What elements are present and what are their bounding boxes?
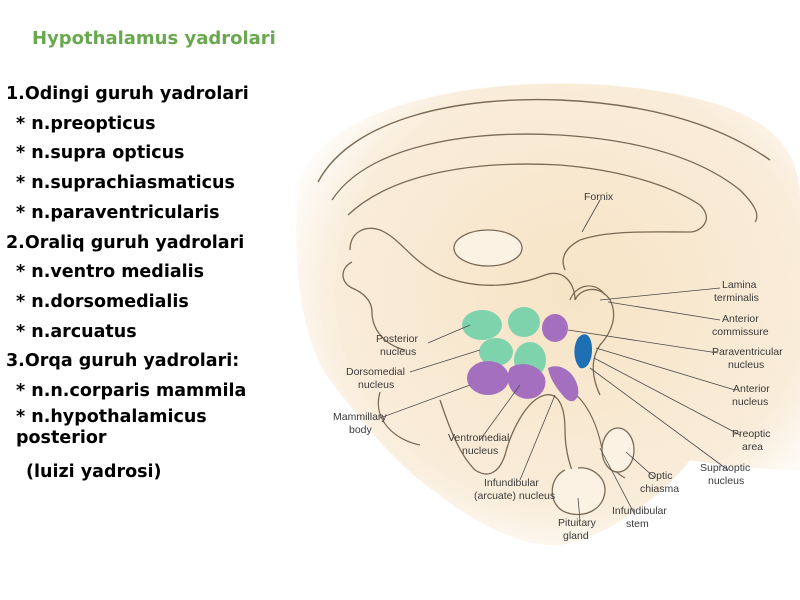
nucleus-anterior-blue xyxy=(574,334,592,369)
list-item-suprachiasmaticus: * n.suprachiasmaticus xyxy=(16,173,235,194)
label-lamina-2: terminalis xyxy=(714,292,759,304)
group-posterior-heading: 3.Orqa guruh yadrolari: xyxy=(6,351,240,372)
nucleus-posterior-green-2 xyxy=(508,307,540,337)
leader-lines xyxy=(379,199,741,521)
pituitary-gland xyxy=(551,467,606,516)
optic-chiasma xyxy=(601,427,635,473)
nucleus-posterior-green-1 xyxy=(462,310,502,340)
list-item-hypothalamicus-posterior: * n.hypothalamicus posterior xyxy=(16,406,207,448)
nuclei-list: 1.Odingi guruh yadrolari * n.preopticus … xyxy=(6,80,266,486)
label-pituitary-1: Pituitary xyxy=(558,517,597,529)
label-optic-chiasma-2: chiasma xyxy=(640,483,679,495)
page-title: Hypothalamus yadrolari xyxy=(32,28,276,49)
list-item-arcuatus: * n.arcuatus xyxy=(16,321,137,342)
label-posterior-2: nucleus xyxy=(380,346,416,358)
label-paraventricular-2: nucleus xyxy=(728,359,764,371)
label-posterior-1: Posterior xyxy=(376,333,419,345)
label-anterior-commissure-2: commissure xyxy=(712,326,769,338)
group-anterior-heading: 1.Odingi guruh yadrolari xyxy=(6,84,249,104)
label-lamina-1: Lamina xyxy=(722,279,757,291)
hypothalamus-floor xyxy=(439,394,581,489)
brainstem-outline xyxy=(377,391,421,446)
label-ventromedial-2: nucleus xyxy=(462,445,498,457)
list-item-paraventricularis: * n.paraventricularis xyxy=(16,202,220,223)
posterior-commissure xyxy=(342,261,406,351)
label-infundibular-arcuate-2: (arcuate) nucleus xyxy=(474,490,555,502)
label-supraoptic-2: nucleus xyxy=(708,475,744,487)
nucleus-arcuate-purple xyxy=(548,366,579,402)
nucleus-mammillary-purple xyxy=(467,361,509,395)
label-dorsomedial-1: Dorsomedial xyxy=(346,366,405,378)
label-optic-chiasma-1: Optic xyxy=(648,470,673,482)
fornix-arc xyxy=(347,163,707,271)
label-mammillary-1: Mammillary xyxy=(333,411,387,423)
group-middle-heading: 2.Oraliq guruh yadrolari xyxy=(6,232,245,253)
label-anterior-commissure-1: Anterior xyxy=(722,313,759,325)
label-infundibular-stem-1: Infundibular xyxy=(612,505,667,517)
nucleus-ventromedial-purple xyxy=(507,364,546,399)
label-preoptic-2: area xyxy=(742,441,763,453)
nucleus-dorsomedial-green-1 xyxy=(479,338,513,366)
label-anterior-nucleus-2: nucleus xyxy=(732,396,768,408)
interthalamic-adhesion xyxy=(453,229,523,267)
label-anterior-nucleus-1: Anterior xyxy=(733,383,770,395)
list-item-preopticus: * n.preopticus xyxy=(16,113,156,134)
list-item-supraopticus: * n.supra opticus xyxy=(16,143,185,164)
list-item-luizi: (luizi yadrosi) xyxy=(26,461,162,482)
label-dorsomedial-2: nucleus xyxy=(358,379,394,391)
thalamus-outline xyxy=(349,227,576,301)
corpus-callosum-inner xyxy=(331,133,758,223)
label-supraoptic-1: Supraoptic xyxy=(700,462,750,474)
corpus-callosum-outline xyxy=(317,98,771,183)
label-infundibular-arcuate-1: Infundibular xyxy=(484,477,539,489)
list-item-corparis-mammila: * n.n.corparis mammila xyxy=(16,381,247,402)
label-preoptic-1: Preoptic xyxy=(732,428,771,440)
label-fornix: Fornix xyxy=(584,191,614,203)
label-ventromedial-1: Ventromedial xyxy=(448,432,509,444)
label-infundibular-stem-2: stem xyxy=(626,518,649,530)
label-paraventricular-1: Paraventricular xyxy=(712,346,783,358)
label-mammillary-2: body xyxy=(349,424,373,436)
anterior-commissure xyxy=(569,285,606,301)
list-item-dorsomedialis: * n.dorsomedialis xyxy=(16,291,189,312)
label-pituitary-2: gland xyxy=(563,530,589,542)
list-item-ventromedialis: * n.ventro medialis xyxy=(16,262,205,283)
lamina-terminalis xyxy=(574,288,615,396)
nucleus-paraventricular-purple xyxy=(542,314,568,342)
